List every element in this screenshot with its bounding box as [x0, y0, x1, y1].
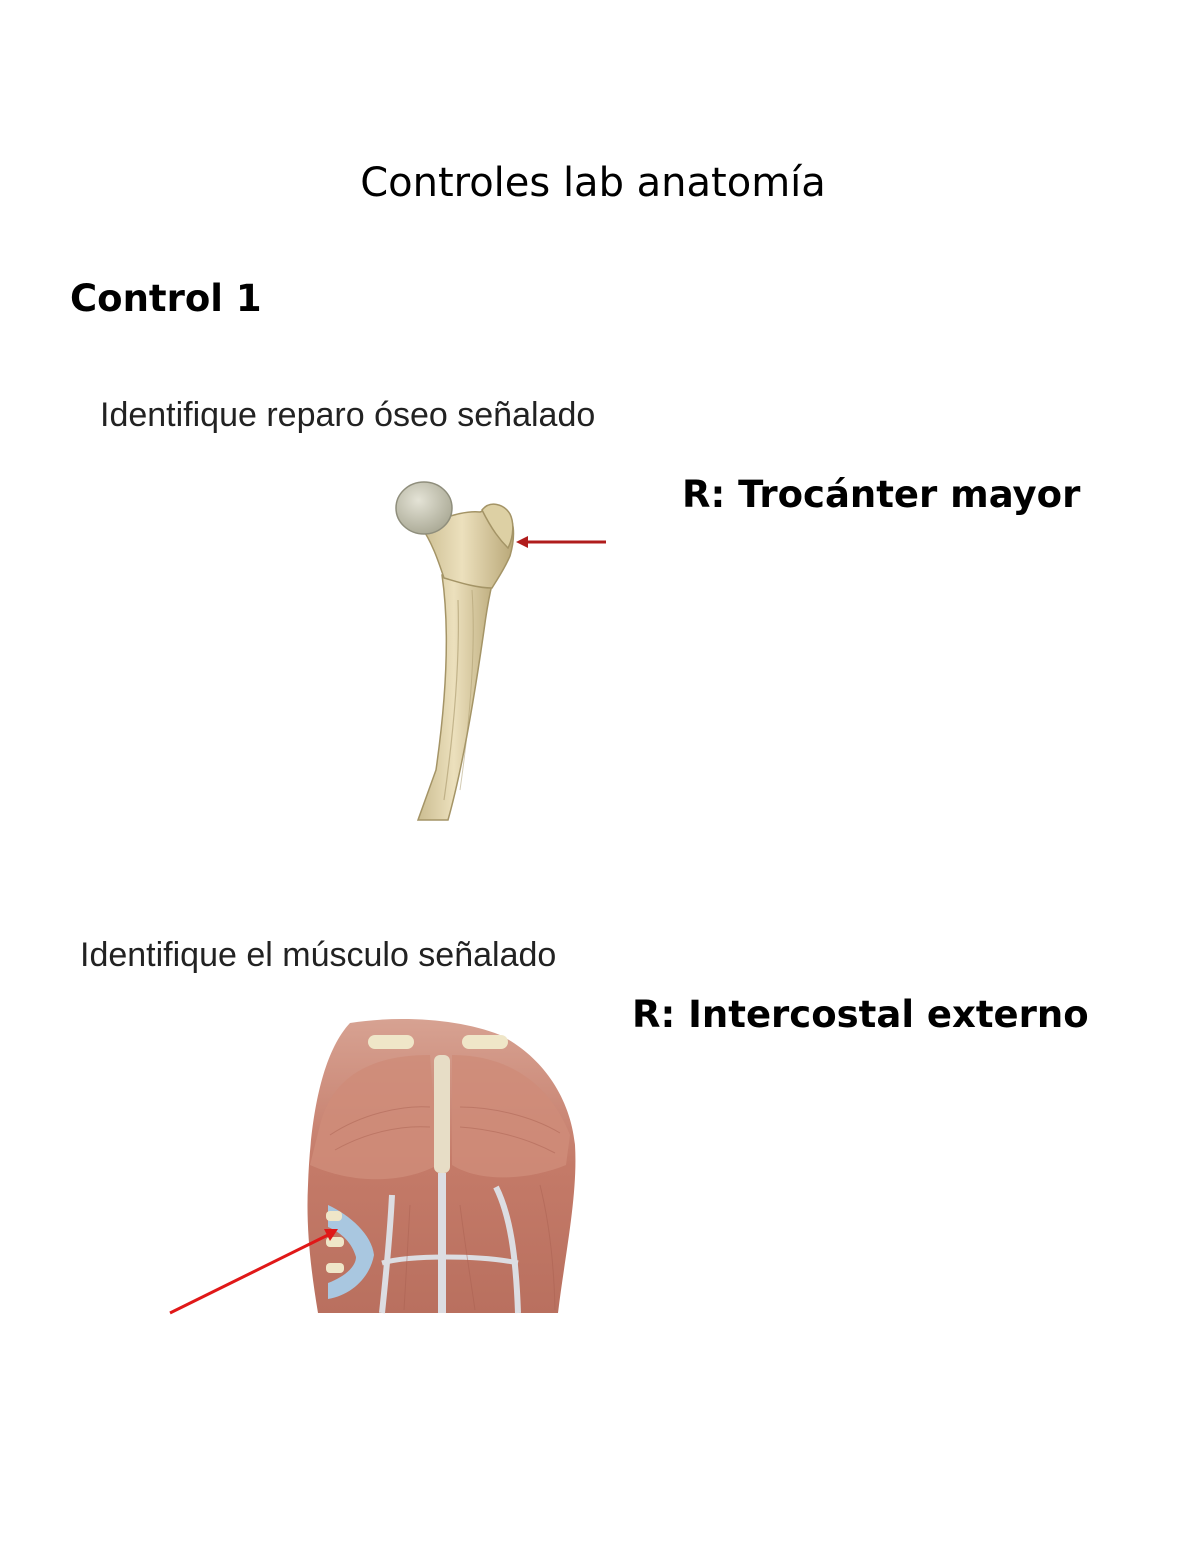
pectoral-right [452, 1055, 570, 1178]
femur-shaft [416, 564, 500, 821]
pectoral-left [310, 1055, 438, 1180]
femur-neck [418, 507, 515, 589]
question-1-prompt: Identifique reparo óseo señalado [100, 396, 596, 434]
page-title: Controles lab anatomía [360, 160, 826, 206]
torso-muscle-model [169, 1019, 576, 1315]
femur-illustration [395, 481, 606, 821]
greater-trochanter [481, 503, 514, 550]
rib-cartilages [328, 1205, 374, 1299]
section-heading: Control 1 [70, 277, 262, 320]
pointer-arrow-line [169, 1233, 329, 1315]
pointer-arrow-head [516, 536, 528, 548]
sternum [434, 1055, 450, 1173]
question-2-prompt: Identifique el músculo señalado [80, 936, 557, 974]
femoral-head [395, 481, 453, 535]
question-1-answer: R: Trocánter mayor [682, 473, 1081, 516]
pointer-arrow-head [324, 1229, 338, 1241]
question-2-answer: R: Intercostal externo [632, 993, 1089, 1036]
